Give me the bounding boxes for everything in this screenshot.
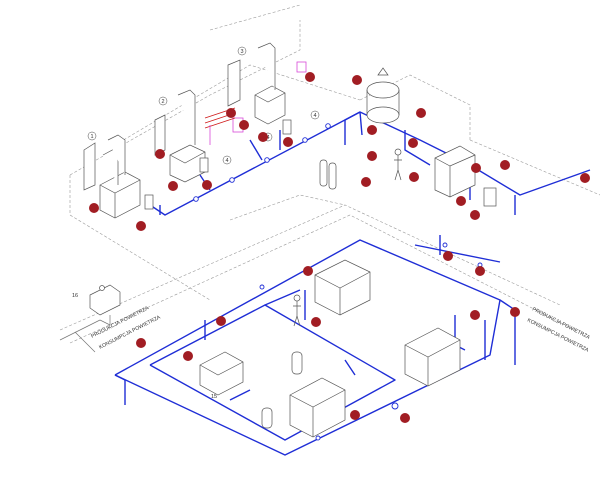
- callout-4c: 4: [313, 113, 316, 119]
- machine-top: [314, 259, 371, 316]
- callout-16: 16: [72, 293, 78, 299]
- marker-dot: [216, 316, 226, 326]
- marker-dot: [416, 108, 426, 118]
- marker-dot: [470, 310, 480, 320]
- number-callouts: 1 2 3 4 4 4 16 15: [72, 46, 320, 400]
- compressor-unit-1: [83, 134, 141, 219]
- marker-dot: [311, 317, 321, 327]
- hall-outline: [59, 315, 111, 353]
- callout-3: 3: [240, 49, 243, 55]
- marker-dot: [202, 180, 212, 190]
- marker-dot: [136, 221, 146, 231]
- operator-figure-upper: [394, 148, 402, 181]
- marker-dot: [239, 120, 249, 130]
- callout-4b: 4: [266, 135, 269, 141]
- marker-dots: [89, 72, 590, 423]
- compressor-unit-3: [227, 42, 286, 125]
- marker-dot: [443, 251, 453, 261]
- inner-ring-pipe: [149, 304, 396, 441]
- main-supply-pipe: [149, 111, 591, 216]
- marker-dot: [258, 132, 268, 142]
- marker-dot: [283, 137, 293, 147]
- compressor-unit-2: [154, 89, 206, 183]
- small-receivers: [319, 159, 337, 190]
- marker-dot: [89, 203, 99, 213]
- machine-right: [404, 327, 461, 387]
- marker-dot: [350, 410, 360, 420]
- outer-ring-pipe: [114, 239, 501, 456]
- marker-dot: [367, 125, 377, 135]
- operator-figure-hall: [293, 294, 301, 327]
- callout-15: 15: [211, 394, 217, 400]
- callout-4a: 4: [225, 158, 228, 164]
- marker-dot: [183, 351, 193, 361]
- marker-dot: [409, 172, 419, 182]
- marker-dot: [367, 151, 377, 161]
- marker-dot: [168, 181, 178, 191]
- air-pipe-network: [114, 111, 591, 456]
- marker-dot: [155, 149, 165, 159]
- outbuilding-16: [89, 284, 121, 316]
- marker-dot: [510, 307, 520, 317]
- compressor-room-equipment: [83, 42, 497, 219]
- marker-dot: [456, 196, 466, 206]
- treatment-unit-upper-right: [434, 145, 476, 198]
- marker-dot: [305, 72, 315, 82]
- marker-dot: [303, 266, 313, 276]
- marker-dot: [361, 177, 371, 187]
- marker-dot: [400, 413, 410, 423]
- marker-dot: [136, 338, 146, 348]
- marker-dot: [475, 266, 485, 276]
- marker-dot: [408, 138, 418, 148]
- air-receiver-tank: [366, 67, 400, 124]
- machine-left: [199, 351, 244, 396]
- pipe-fittings: [193, 123, 483, 441]
- marker-dot: [470, 210, 480, 220]
- machine-bottom: [289, 377, 346, 438]
- callout-1: 1: [90, 134, 93, 140]
- marker-dot: [471, 163, 481, 173]
- callout-2: 2: [161, 99, 164, 105]
- marker-dot: [580, 173, 590, 183]
- consumption-hall-machines: [89, 259, 461, 438]
- marker-dot: [226, 108, 236, 118]
- marker-dot: [500, 160, 510, 170]
- marker-dot: [352, 75, 362, 85]
